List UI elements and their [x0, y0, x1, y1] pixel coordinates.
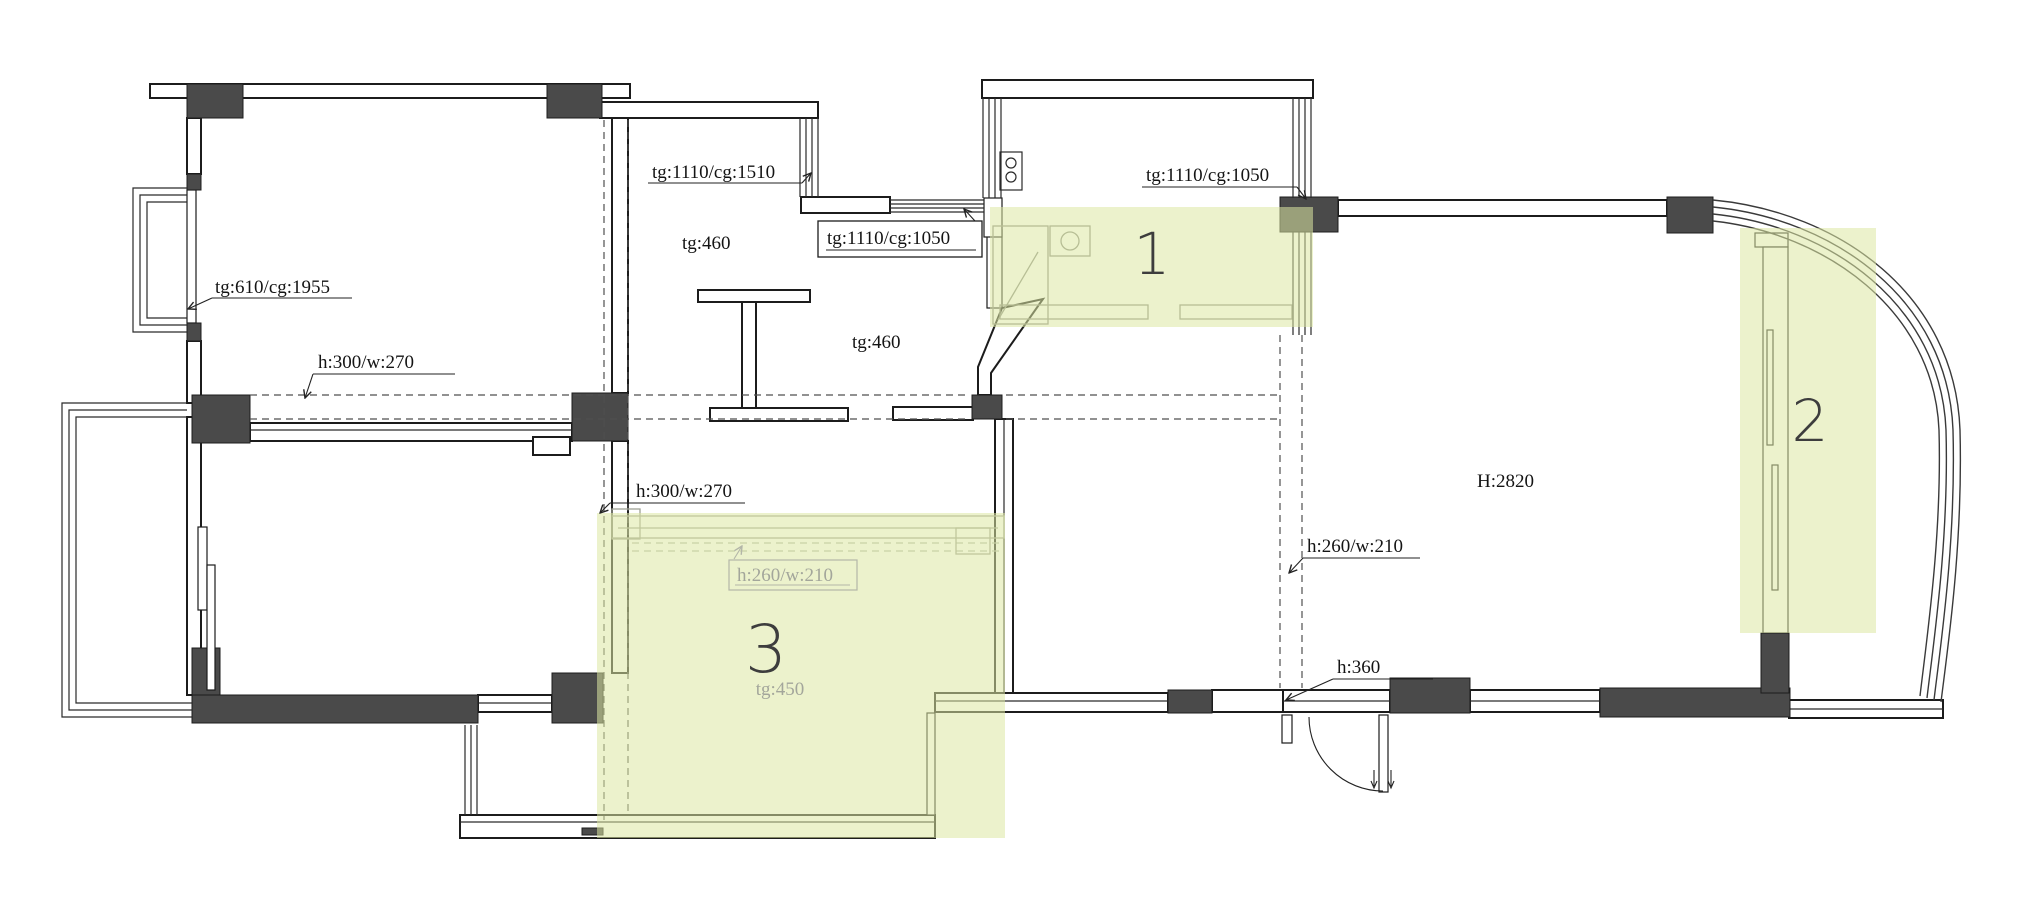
label-box	[728, 559, 858, 591]
annotation-text: tg:460	[682, 233, 731, 254]
label-beam-hall-left: h:300/w:270	[305, 352, 455, 398]
column	[546, 83, 603, 119]
annotation-text: tg:1110/cg:1050	[827, 228, 950, 249]
column	[186, 173, 202, 191]
region-2-number: 2	[1792, 387, 1829, 455]
appliance-icon	[999, 151, 1023, 191]
door-leaf	[1378, 714, 1389, 793]
window	[1292, 98, 1312, 198]
label-beam-living: h:260/w:210	[1289, 536, 1420, 573]
column	[971, 394, 1003, 420]
annotation-text: h:260/w:210	[1307, 536, 1403, 557]
annotation-text: tg:460	[852, 332, 901, 353]
region-3-highlight[interactable]	[597, 513, 1005, 838]
wall-segment	[1211, 689, 1284, 713]
window	[982, 98, 1002, 198]
label-ceiling-height: H:2820	[1477, 471, 1534, 492]
entry-door	[1281, 714, 1395, 793]
wall-segment	[611, 117, 629, 394]
structural-columns	[186, 83, 1791, 836]
wall-segment	[186, 340, 202, 404]
wall-segment	[800, 196, 891, 214]
label-bay-window-top-left: tg:610/cg:1955	[188, 277, 352, 309]
annotation-text: tg:610/cg:1955	[215, 277, 330, 298]
annotation-text: h:260/w:210	[737, 565, 833, 586]
region-numbers: 1 2 3	[745, 220, 1828, 688]
bay-window	[61, 402, 192, 718]
column	[1167, 689, 1213, 714]
label-beam-region3-gray: h:260/w:210	[728, 546, 858, 591]
door-swing-arc	[1308, 716, 1384, 792]
column	[1760, 632, 1790, 694]
door-jamb	[1281, 714, 1293, 744]
wall-segment	[892, 406, 974, 421]
window	[464, 725, 478, 815]
label-region3-depth-gray: tg:450	[756, 679, 805, 700]
column	[186, 322, 202, 342]
highlight-regions	[597, 207, 1876, 838]
window	[890, 199, 984, 213]
label-closet-window: tg:1110/cg:1510	[648, 162, 811, 184]
wall-segment	[1337, 199, 1668, 217]
region-3-number: 3	[745, 611, 787, 688]
wall-segment	[186, 117, 202, 175]
region-2-highlight[interactable]	[1740, 228, 1876, 633]
region-1-highlight[interactable]	[990, 207, 1313, 327]
column	[1666, 196, 1714, 234]
wall-segment	[709, 407, 849, 422]
label-kitchen-window: tg:1110/cg:1050	[1142, 165, 1306, 199]
annotation-text: tg:1110/cg:1510	[652, 162, 775, 183]
annotation-text: tg:1110/cg:1050	[1146, 165, 1269, 186]
wall-segment	[697, 289, 811, 303]
sliding-door-panel	[197, 526, 208, 611]
wall-segment	[599, 101, 819, 119]
annotation-text: h:300/w:270	[636, 481, 732, 502]
column	[1599, 687, 1791, 718]
column	[191, 647, 221, 696]
label-hall-window-boxed: tg:1110/cg:1050	[817, 209, 983, 258]
wall-segment	[741, 301, 757, 409]
column	[186, 83, 244, 119]
region-1-number: 1	[1134, 220, 1171, 288]
column	[551, 672, 604, 724]
annotation-labels: tg:610/cg:1955 h:300/w:270 tg:1110/cg:15…	[188, 162, 1534, 700]
annotation-text: H:2820	[1477, 471, 1534, 492]
column	[191, 394, 251, 444]
wall-segment	[149, 83, 631, 99]
annotation-text: tg:450	[756, 679, 805, 700]
wall-segment	[981, 79, 1314, 99]
wall-segment	[186, 189, 197, 324]
wall-segment	[249, 422, 573, 442]
label-closet-depth: tg:460	[682, 233, 731, 254]
annotation-text: h:300/w:270	[318, 352, 414, 373]
column	[571, 392, 629, 442]
label-hall-depth: tg:460	[852, 332, 901, 353]
label-beam-center: h:300/w:270	[600, 481, 745, 513]
wall-segment	[532, 436, 571, 456]
exterior-walls	[149, 79, 1944, 839]
annotation-text: h:360	[1337, 657, 1380, 678]
bay-window	[132, 187, 187, 333]
window	[799, 118, 819, 197]
column	[1389, 677, 1471, 714]
label-entry-door-header: h:360	[1286, 657, 1433, 700]
sliding-door-panel	[206, 564, 216, 691]
label-box	[817, 220, 983, 258]
column	[191, 694, 479, 724]
